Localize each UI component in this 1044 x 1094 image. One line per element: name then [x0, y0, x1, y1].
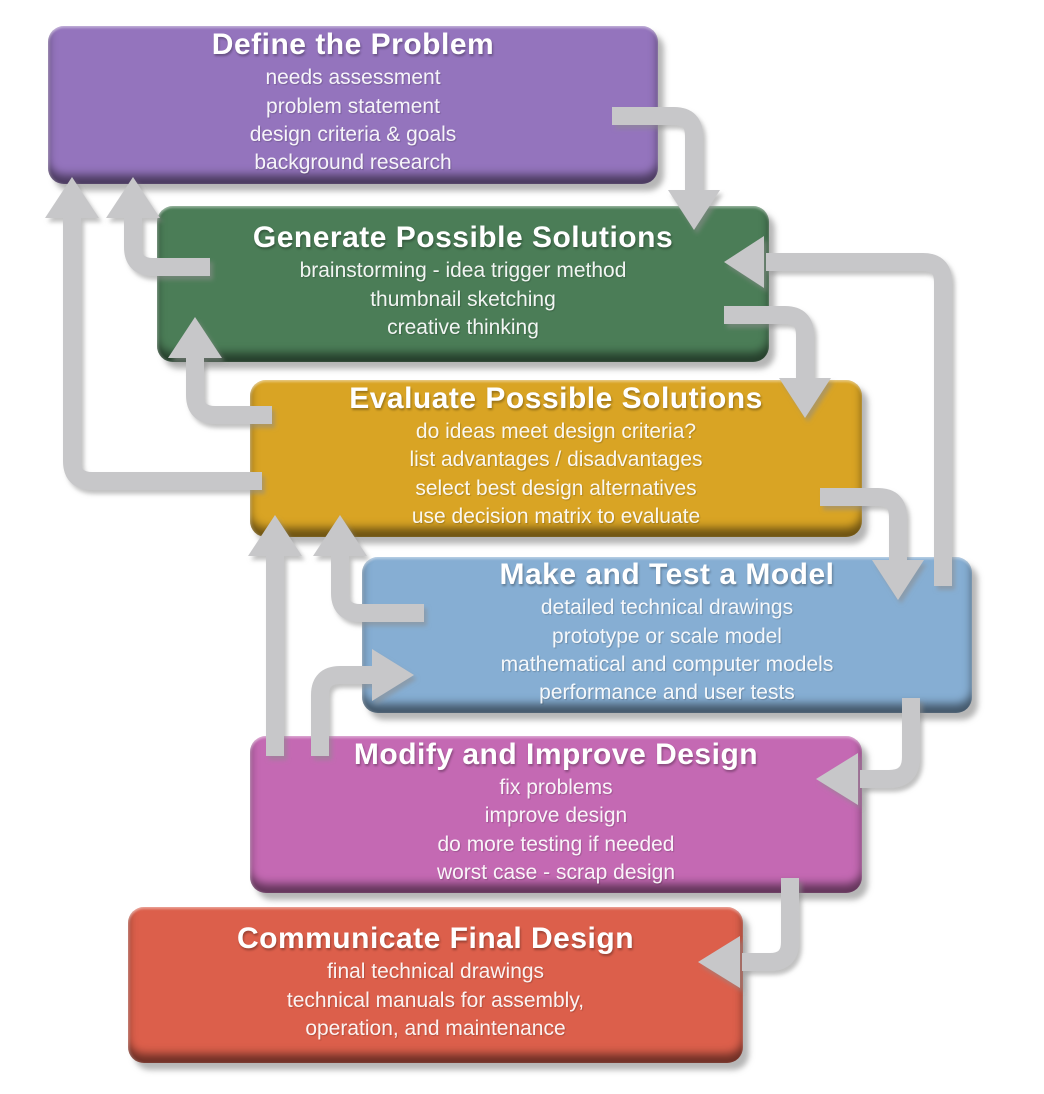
step-title: Evaluate Possible Solutions	[349, 381, 763, 415]
step-define-problem: Define the Problem needs assessment prob…	[48, 26, 658, 184]
step-item: technical manuals for assembly,	[286, 988, 585, 1012]
step-generate-solutions: Generate Possible Solutions brainstormin…	[157, 206, 769, 362]
step-modify-improve: Modify and Improve Design fix problems i…	[250, 736, 862, 893]
step-title: Modify and Improve Design	[353, 737, 759, 771]
step-communicate-design: Communicate Final Design final technical…	[128, 907, 743, 1063]
step-item: performance and user tests	[539, 681, 795, 705]
step-item: final technical drawings	[326, 960, 545, 984]
step-item: problem statement	[266, 94, 440, 118]
step-item: mathematical and computer models	[500, 653, 834, 676]
step-title: Generate Possible Solutions	[252, 221, 674, 255]
step-item: brainstorming - idea trigger method	[299, 259, 627, 283]
step-item: needs assessment	[265, 66, 441, 90]
step-item: background research	[254, 151, 452, 175]
step-title: Make and Test a Model	[499, 558, 835, 592]
step-item: do ideas meet design criteria?	[415, 419, 697, 443]
step-item: worst case - scrap design	[436, 860, 676, 884]
step-item: list advantages / disadvantages	[409, 448, 703, 472]
step-title: Communicate Final Design	[236, 922, 635, 956]
arrow-modify-to-evaluate-feedback	[248, 515, 302, 756]
step-item: use decision matrix to evaluate	[411, 504, 701, 528]
step-item: detailed technical drawings	[540, 596, 794, 620]
step-item: do more testing if needed	[437, 832, 675, 856]
step-item: fix problems	[499, 775, 613, 799]
step-item: design criteria & goals	[249, 123, 457, 146]
step-make-test-model: Make and Test a Model detailed technical…	[362, 557, 972, 713]
step-item: improve design	[484, 804, 628, 828]
step-item: select best design alternatives	[415, 476, 697, 500]
step-item: thumbnail sketching	[370, 287, 556, 311]
step-item: prototype or scale model	[552, 624, 782, 648]
step-title: Define the Problem	[211, 28, 495, 62]
step-item: creative thinking	[387, 316, 539, 340]
step-evaluate-solutions: Evaluate Possible Solutions do ideas mee…	[250, 380, 862, 537]
step-item: operation, and maintenance	[305, 1017, 566, 1041]
